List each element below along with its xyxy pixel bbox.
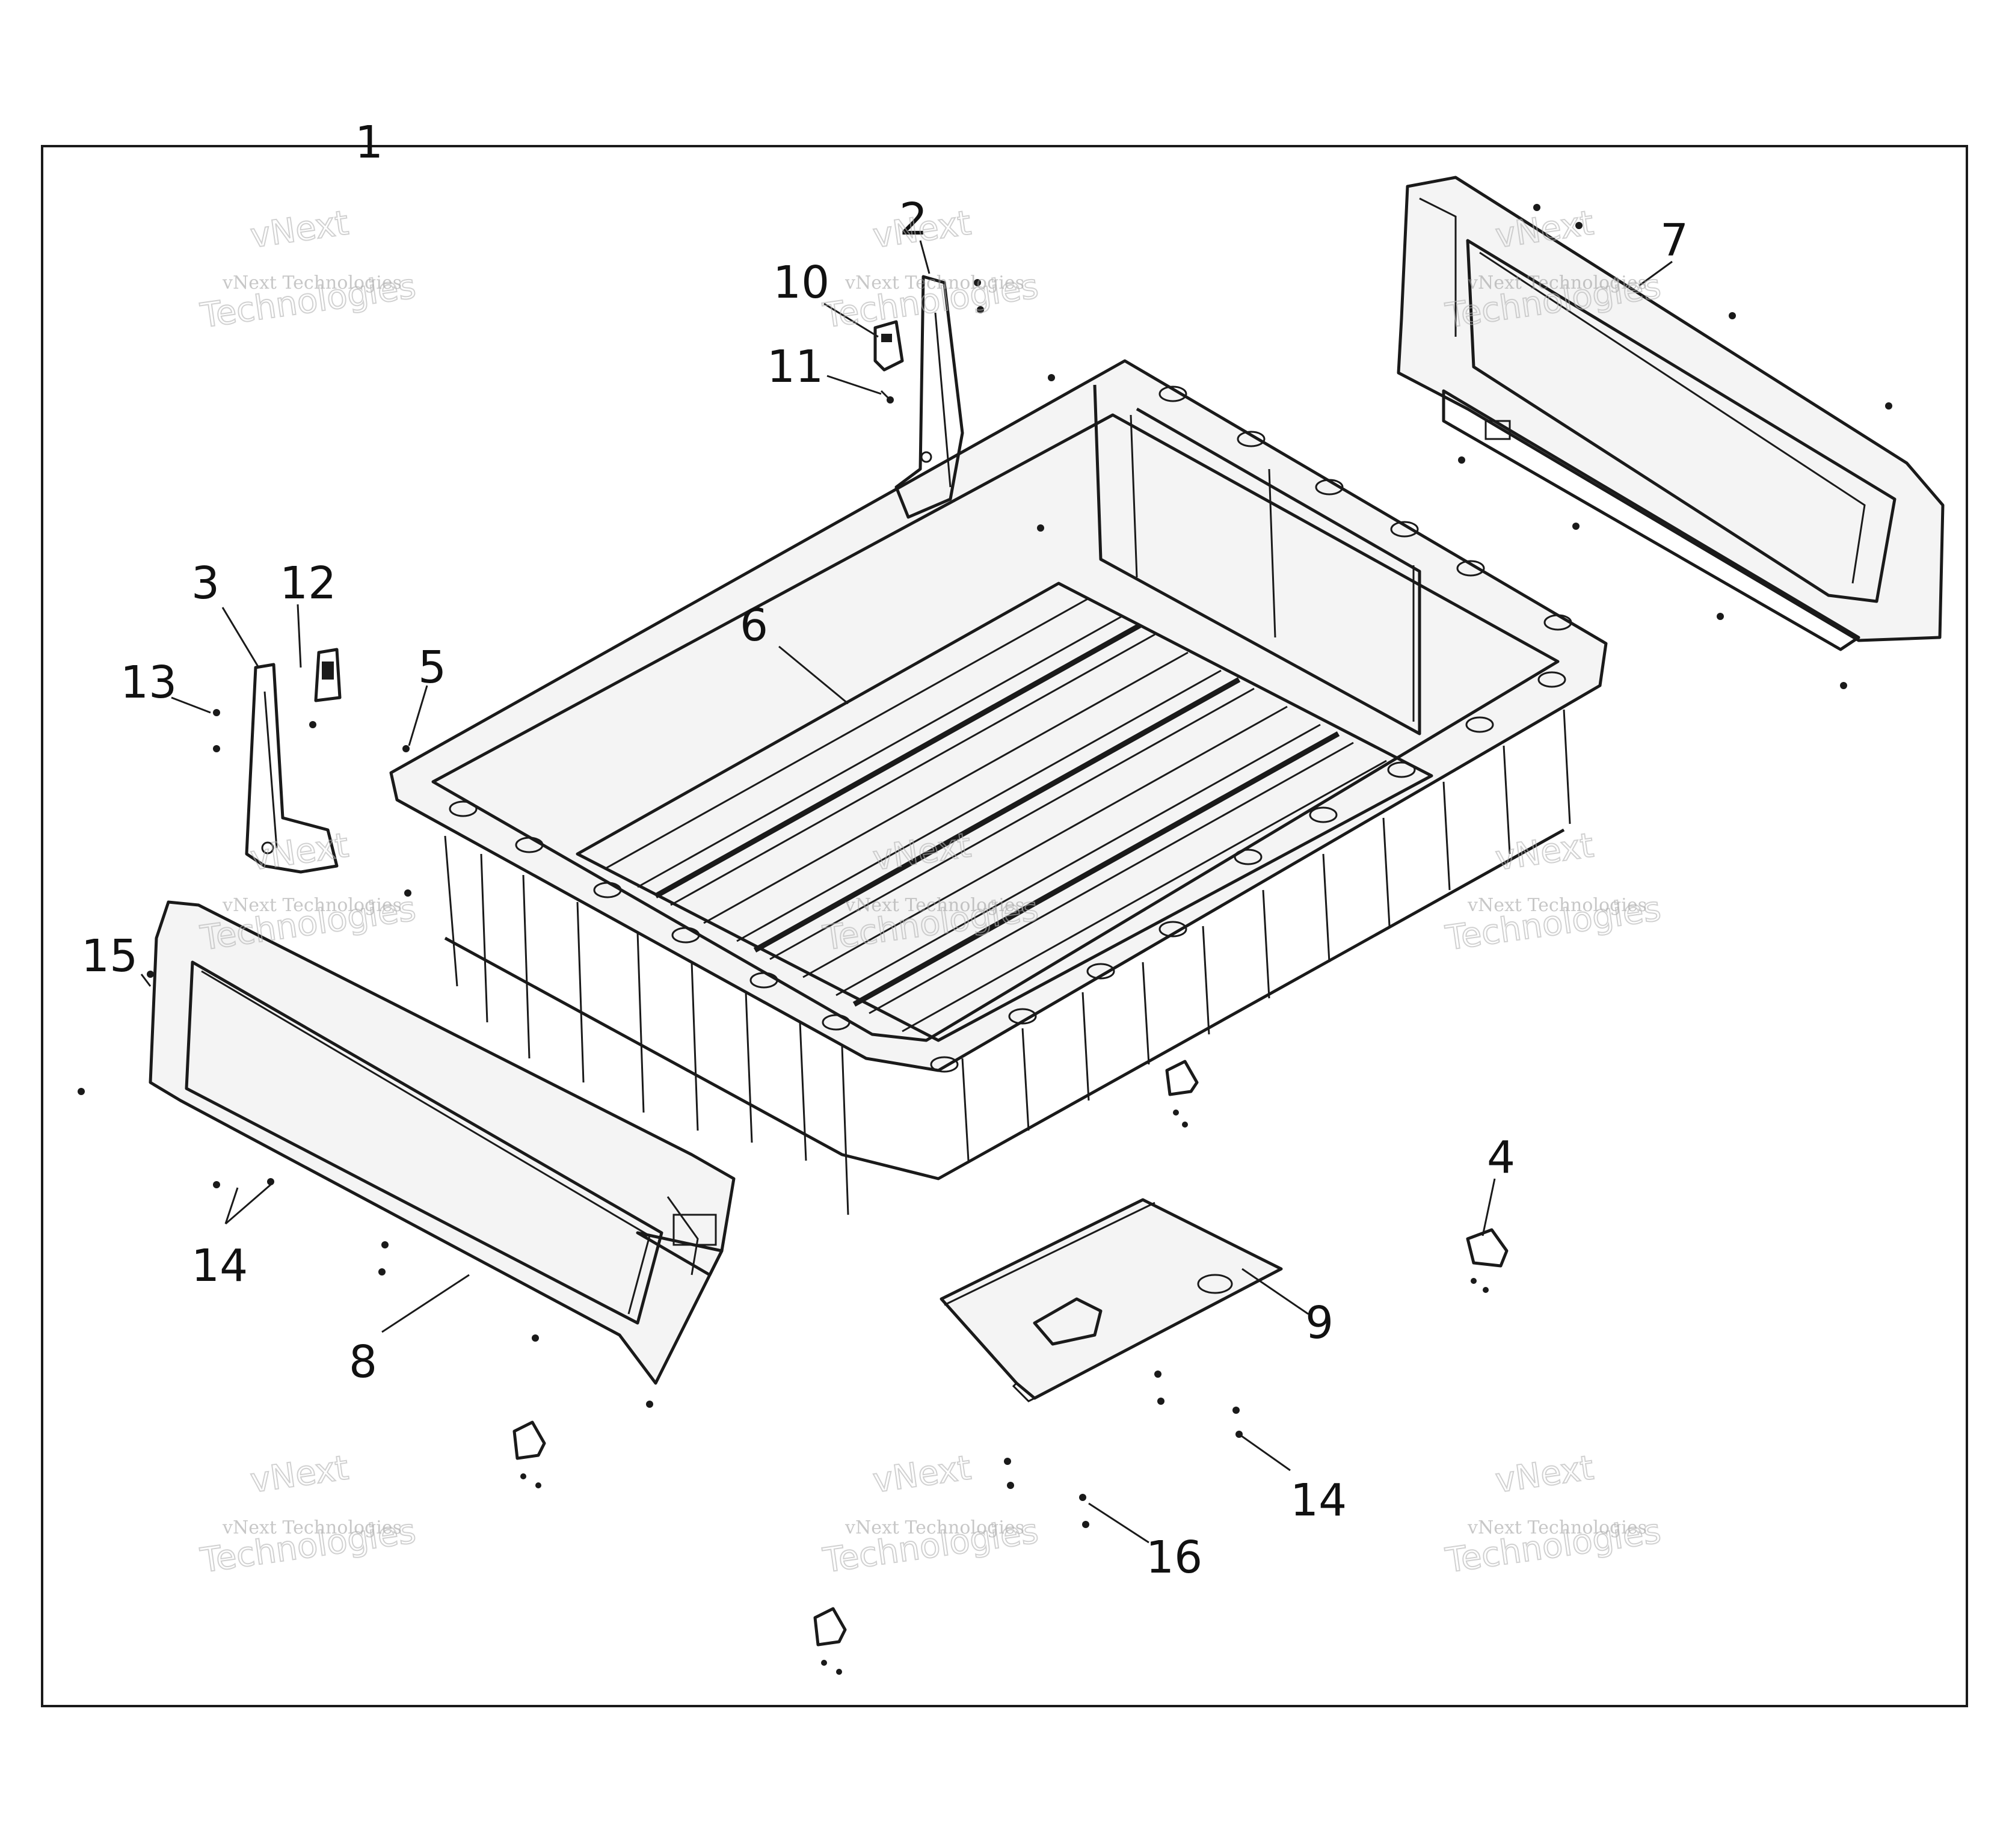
svg-text:vNext: vNext [248,826,351,878]
callout-14-right: 14 [1290,1475,1347,1526]
callout-4: 4 [1487,1132,1515,1183]
diagram-frame [41,145,1968,1707]
screw-part-11 [880,390,894,404]
callouts: 1 2 3 4 5 6 7 8 9 10 11 12 13 14 14 15 1… [81,117,1688,1583]
svg-text:vNext Technologies: vNext Technologies [1467,272,1647,293]
callout-3: 3 [191,557,220,609]
svg-text:vNext: vNext [870,1448,973,1500]
callout-15: 15 [81,930,138,982]
bracket-part-2 [894,275,964,519]
clip-part-4 [1466,1228,1509,1293]
clip-bottom-center [813,1607,847,1675]
svg-text:vNext Technologies: vNext Technologies [1467,895,1647,916]
latch-part-10 [873,320,904,372]
svg-text:vNext Technologies: vNext Technologies [844,895,1024,916]
under-plate-part-9 [940,1198,1283,1402]
svg-text:vNext Technologies: vNext Technologies [222,1517,402,1538]
leader-lines [140,240,1673,1544]
callout-1: 1 [355,117,383,168]
svg-text:vNext Technologies: vNext Technologies [222,272,402,293]
cargo-box-part-6 [389,359,1608,1215]
rear-panel-part-7 [1397,176,1945,651]
callout-11: 11 [767,341,823,393]
svg-text:vNext Technologies: vNext Technologies [222,895,402,916]
callout-5: 5 [418,642,446,693]
svg-text:vNext Technologies: vNext Technologies [844,1517,1024,1538]
svg-text:vNext Technologies: vNext Technologies [1467,1517,1647,1538]
tailgate-part-8 [149,900,736,1385]
latch-part-12 [314,648,342,702]
callout-7: 7 [1660,215,1688,266]
fasteners [78,204,1892,1528]
svg-text:vNext: vNext [248,1448,351,1500]
clip-under-box [1165,1060,1199,1128]
clip-lower-left [512,1420,546,1488]
svg-text:vNext: vNext [248,203,351,256]
callout-14-left: 14 [191,1240,248,1292]
svg-text:vNext Technologies: vNext Technologies [844,272,1024,293]
bracket-part-3 [245,663,339,874]
callout-2: 2 [899,194,928,245]
callout-6: 6 [740,600,768,651]
svg-text:vNext: vNext [1493,1448,1596,1500]
callout-13: 13 [120,657,177,708]
callout-8: 8 [349,1336,377,1388]
callout-12: 12 [280,557,336,609]
callout-16: 16 [1146,1532,1202,1583]
callout-9: 9 [1305,1297,1334,1349]
callout-10: 10 [773,257,829,309]
svg-text:vNext: vNext [870,203,973,256]
